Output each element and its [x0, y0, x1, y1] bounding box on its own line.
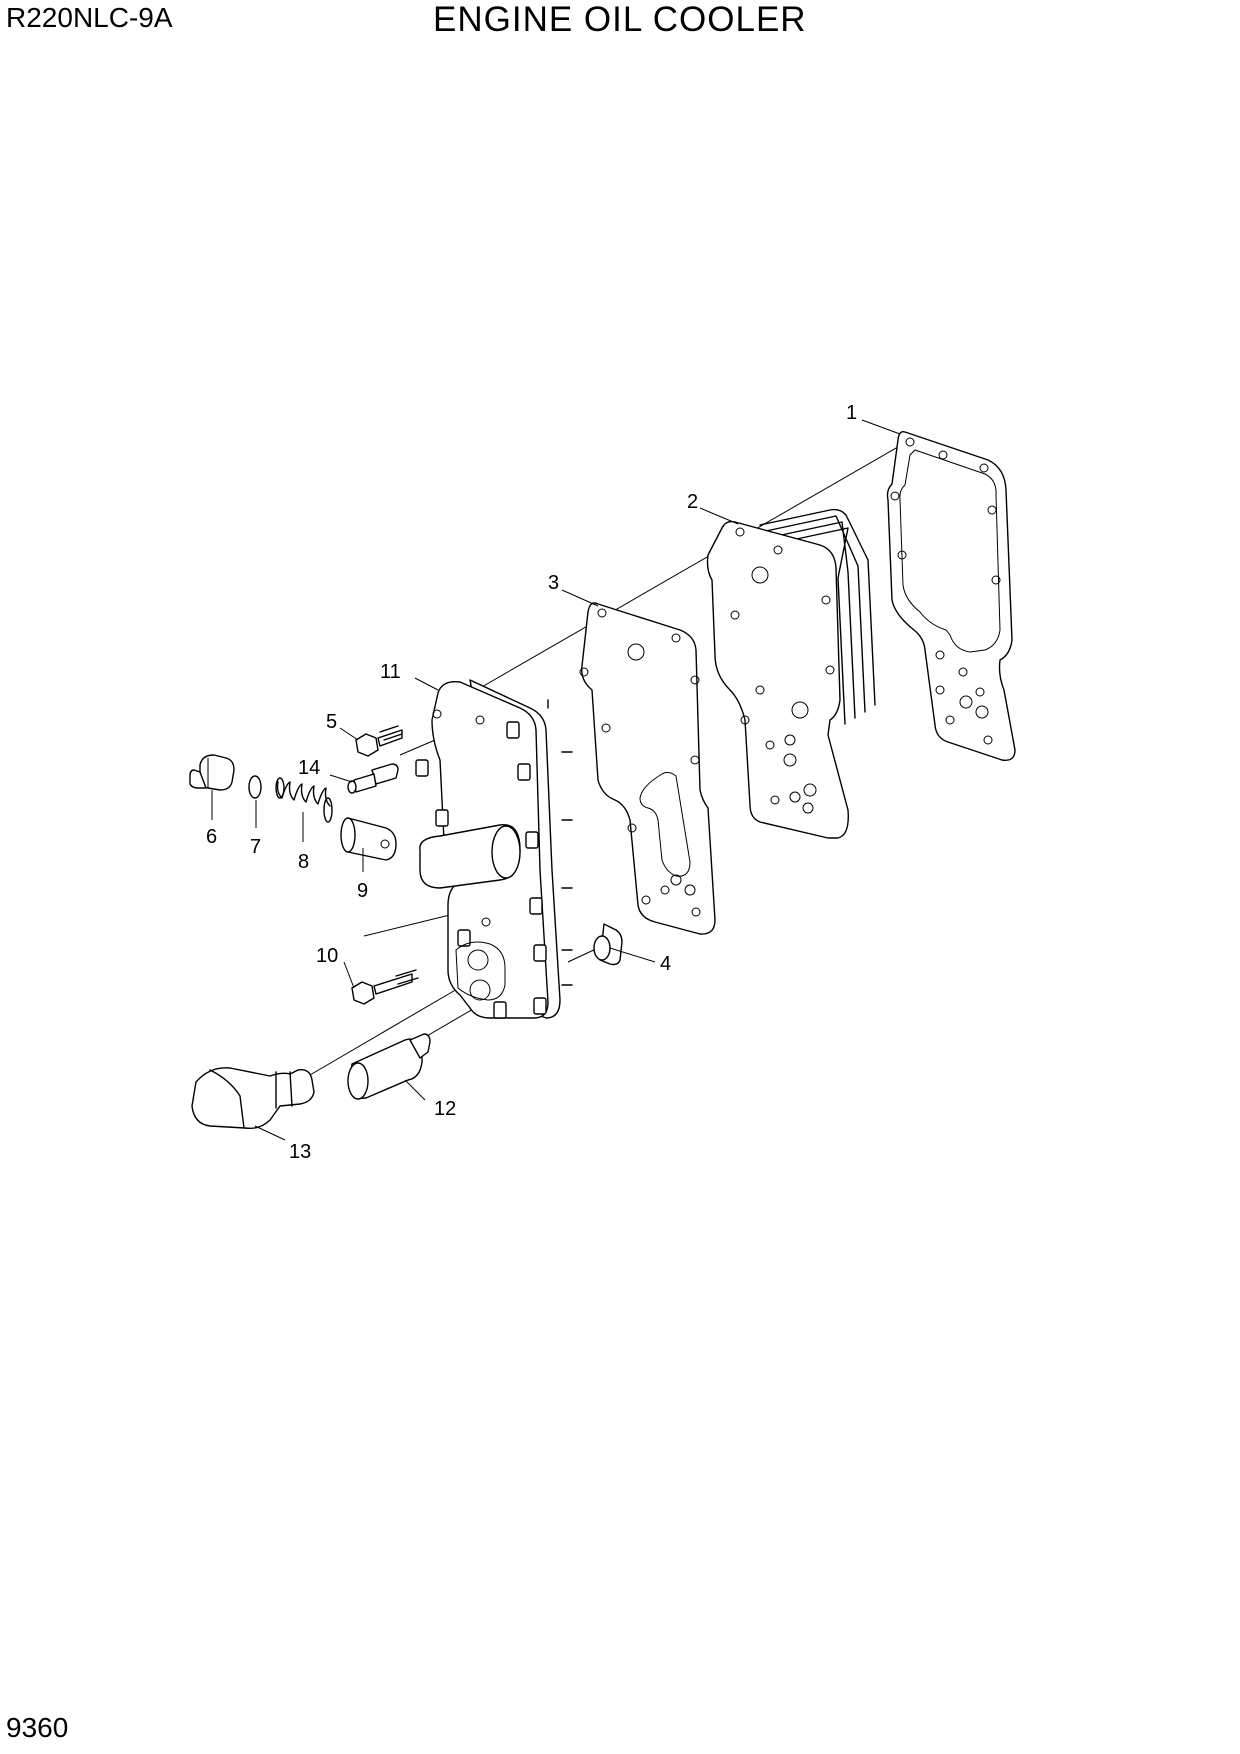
callout-8: 8 [298, 851, 309, 873]
part-1-gasket [886, 430, 1016, 761]
callout-5: 5 [326, 711, 337, 733]
part-13-elbow [191, 1067, 315, 1130]
callout-2: 2 [687, 491, 698, 513]
assembly-lines [309, 439, 911, 1076]
leader-lines [211, 419, 901, 1141]
part-4-plug [593, 923, 623, 966]
part-10-bolt [351, 969, 419, 1005]
callout-6: 6 [206, 826, 217, 848]
model-code: R220NLC-9A [6, 2, 173, 33]
part-12-thermostat [347, 1033, 431, 1100]
callout-labels: 1 2 3 4 5 6 7 8 9 10 11 12 13 14 [206, 402, 857, 1163]
callout-9: 9 [357, 880, 368, 902]
part-2-oil-cooler [706, 508, 876, 839]
part-7-o-ring [248, 775, 262, 799]
part-14-fitting [347, 763, 399, 794]
callout-1: 1 [846, 402, 857, 424]
part-3-gasket [579, 602, 716, 935]
page-title: ENGINE OIL COOLER [433, 0, 807, 39]
callout-4: 4 [660, 953, 671, 975]
callout-3: 3 [548, 572, 559, 594]
callout-14: 14 [298, 757, 320, 779]
callout-10: 10 [316, 945, 338, 967]
part-11-cover [415, 679, 573, 1019]
part-6-plug [189, 754, 235, 791]
page-number: 9360 [6, 1712, 69, 1743]
callout-13: 13 [289, 1141, 311, 1163]
callout-7: 7 [250, 836, 261, 858]
callout-11: 11 [380, 661, 401, 683]
part-8-spring [275, 777, 333, 823]
part-9-valve [340, 817, 397, 861]
part-5-bolt [355, 725, 403, 757]
callout-12: 12 [434, 1098, 456, 1120]
